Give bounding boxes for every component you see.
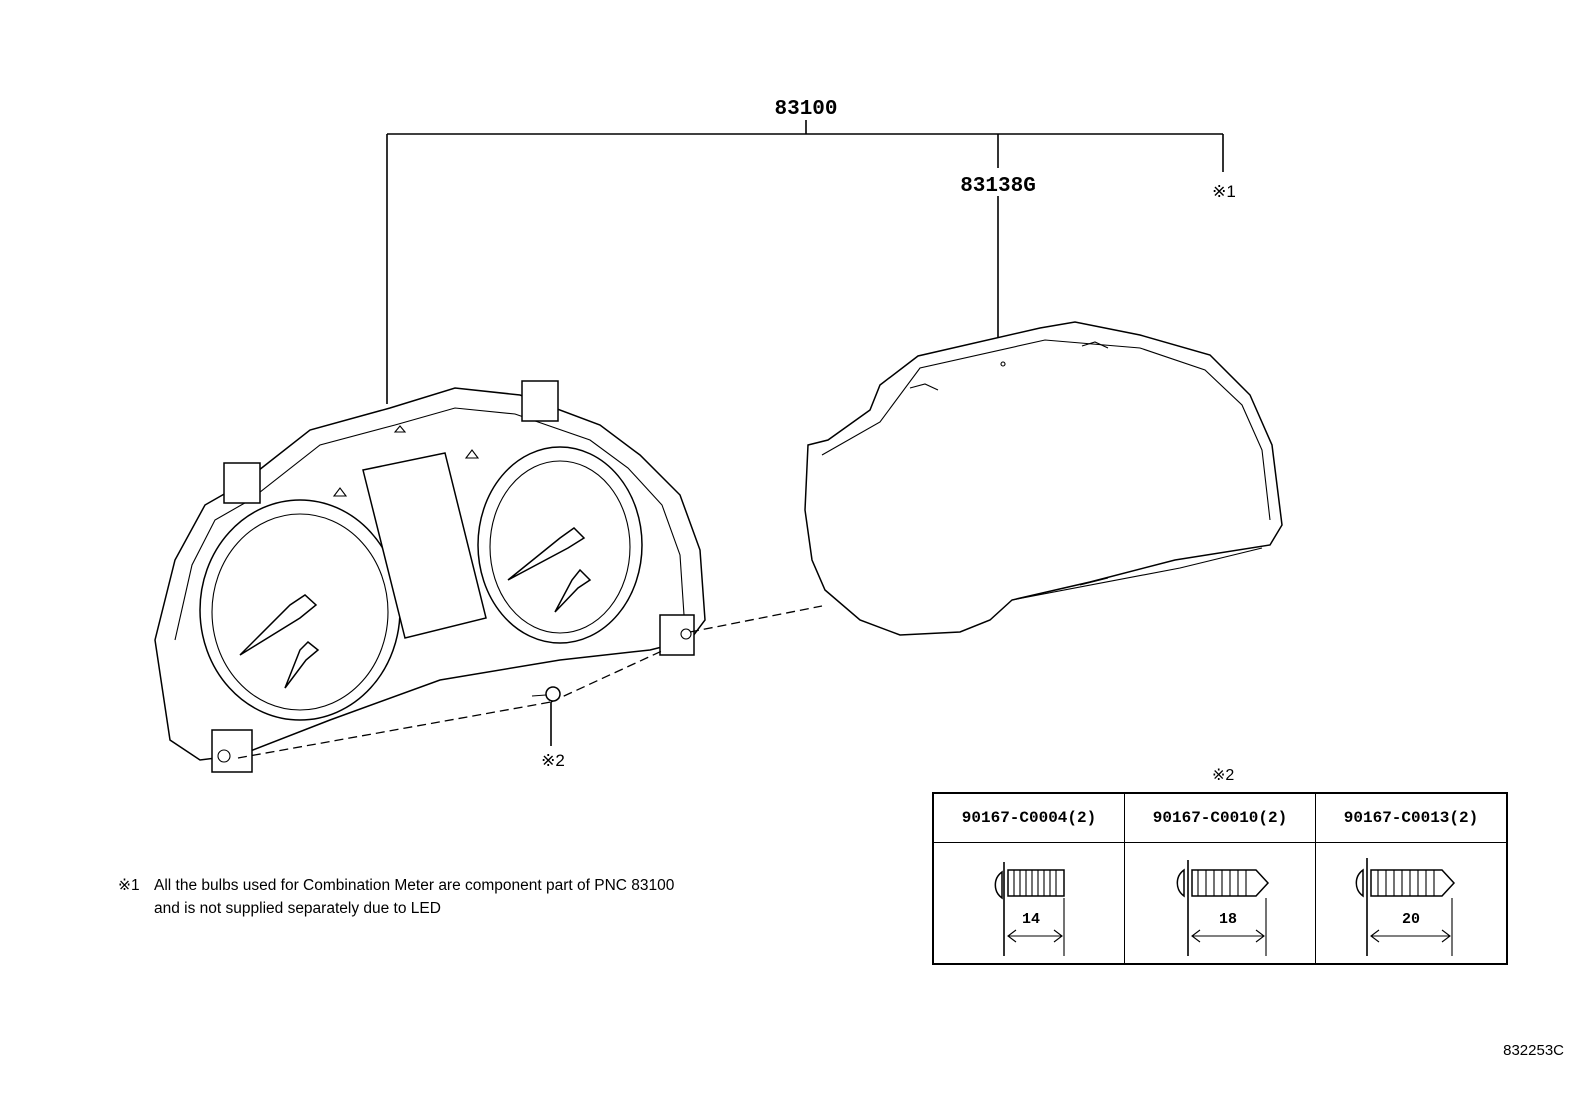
bolt-part-number: 90167-C0010(2) <box>1124 792 1316 843</box>
footnote: ※1 All the bulbs used for Combination Met… <box>118 874 674 920</box>
bolt-length: 18 <box>1219 911 1238 928</box>
bolt-cell: 14 <box>932 842 1125 965</box>
leader-lines <box>386 120 1224 746</box>
bolt-length: 20 <box>1402 911 1421 928</box>
bolt-part-number: 90167-C0004(2) <box>932 792 1125 843</box>
bolt-table: 90167-C0004(2) 90167-C0010(2) 90167-C001… <box>932 792 1508 965</box>
part-label-83138g: 83138G <box>960 175 1036 198</box>
bolt-length: 14 <box>1022 911 1041 928</box>
note1-marker: ※1 <box>1212 182 1236 201</box>
bolt-cell: 20 <box>1315 842 1508 965</box>
combination-meter-drawing <box>154 380 706 773</box>
meter-glass-drawing <box>804 321 1283 636</box>
bolt-cell: 18 <box>1124 842 1316 965</box>
footnote-line2: and is not supplied separately due to LE… <box>154 900 441 917</box>
footnote-line1: All the bulbs used for Combination Meter… <box>154 877 675 894</box>
footnote-ref: ※1 <box>118 877 140 894</box>
part-label-83100: 83100 <box>774 98 837 121</box>
bolt-part-number: 90167-C0013(2) <box>1315 792 1508 843</box>
bolt-table-title: ※2 <box>1212 767 1235 784</box>
diagram-code: 832253C <box>1503 1042 1564 1059</box>
assembly-dashed-lines <box>237 605 823 759</box>
screw-drawing <box>531 686 561 702</box>
note2-marker: ※2 <box>541 751 565 770</box>
